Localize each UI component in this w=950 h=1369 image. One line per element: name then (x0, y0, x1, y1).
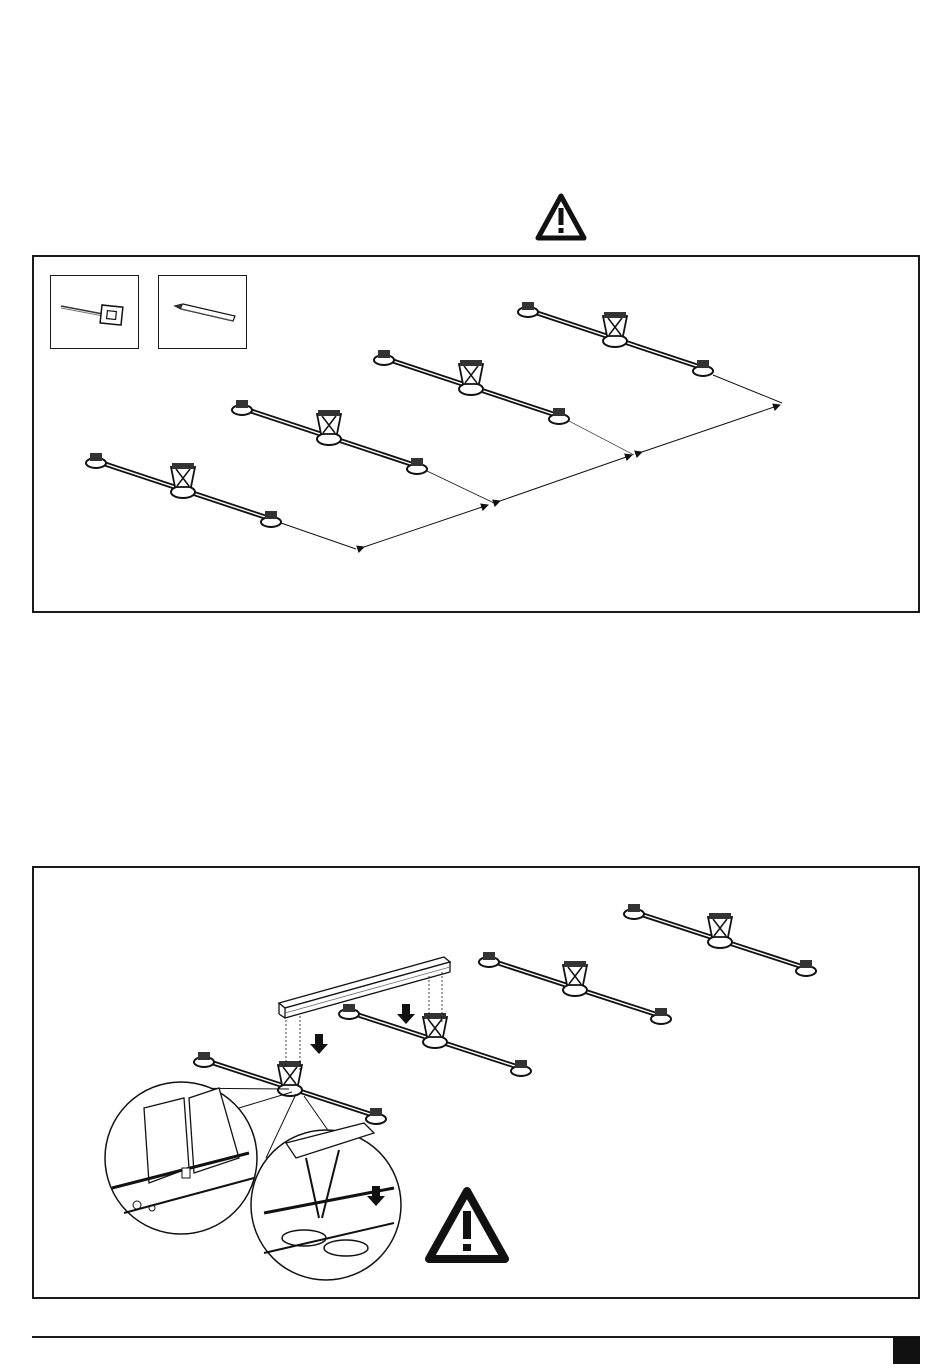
step1-panel (32, 255, 920, 613)
step2-panel (32, 866, 920, 1299)
footer-rule (32, 1336, 920, 1338)
step1-warning-icon (535, 193, 587, 241)
page-marker (893, 1337, 920, 1364)
step1-frames-illustration (34, 257, 918, 611)
rail-profile (279, 957, 450, 1018)
step2-warning-icon (424, 1186, 510, 1264)
